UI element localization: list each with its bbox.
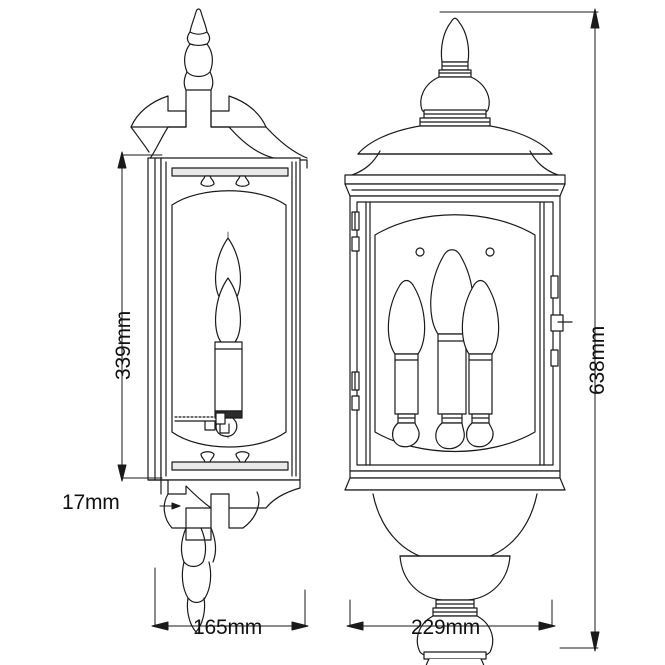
side-elevation-view [130,8,308,633]
front-elevation-view [344,17,573,665]
front-cornice [344,174,566,197]
dimension-17mm [159,502,181,510]
dimension-229mm [346,599,556,631]
dimension-lines [117,8,600,652]
side-canopy-roof [130,95,308,169]
front-bottom-plinth [344,470,566,665]
dimension-339mm [117,151,163,482]
side-top-finial [183,8,214,97]
front-top-finial [419,17,491,127]
dimension-label-165mm: 165mm [193,616,263,639]
dimension-label-229mm: 229mm [411,616,481,639]
front-domed-canopy [351,125,559,176]
front-candle-bulb-left [387,279,426,448]
dimension-label-339mm: 339mm [112,310,135,380]
dimension-165mm [151,567,309,631]
front-candle-bulb-right [461,279,500,448]
dimension-label-17mm: 17mm [62,491,120,514]
side-lamp-holder [174,412,230,434]
side-candle-bulb [214,231,243,441]
side-bottom-base [148,479,301,633]
front-candle-bulb-centre [430,249,474,450]
dimension-638mm [439,8,600,652]
dimension-label-638mm: 638mm [586,325,609,395]
side-wall-backplate [147,157,162,481]
